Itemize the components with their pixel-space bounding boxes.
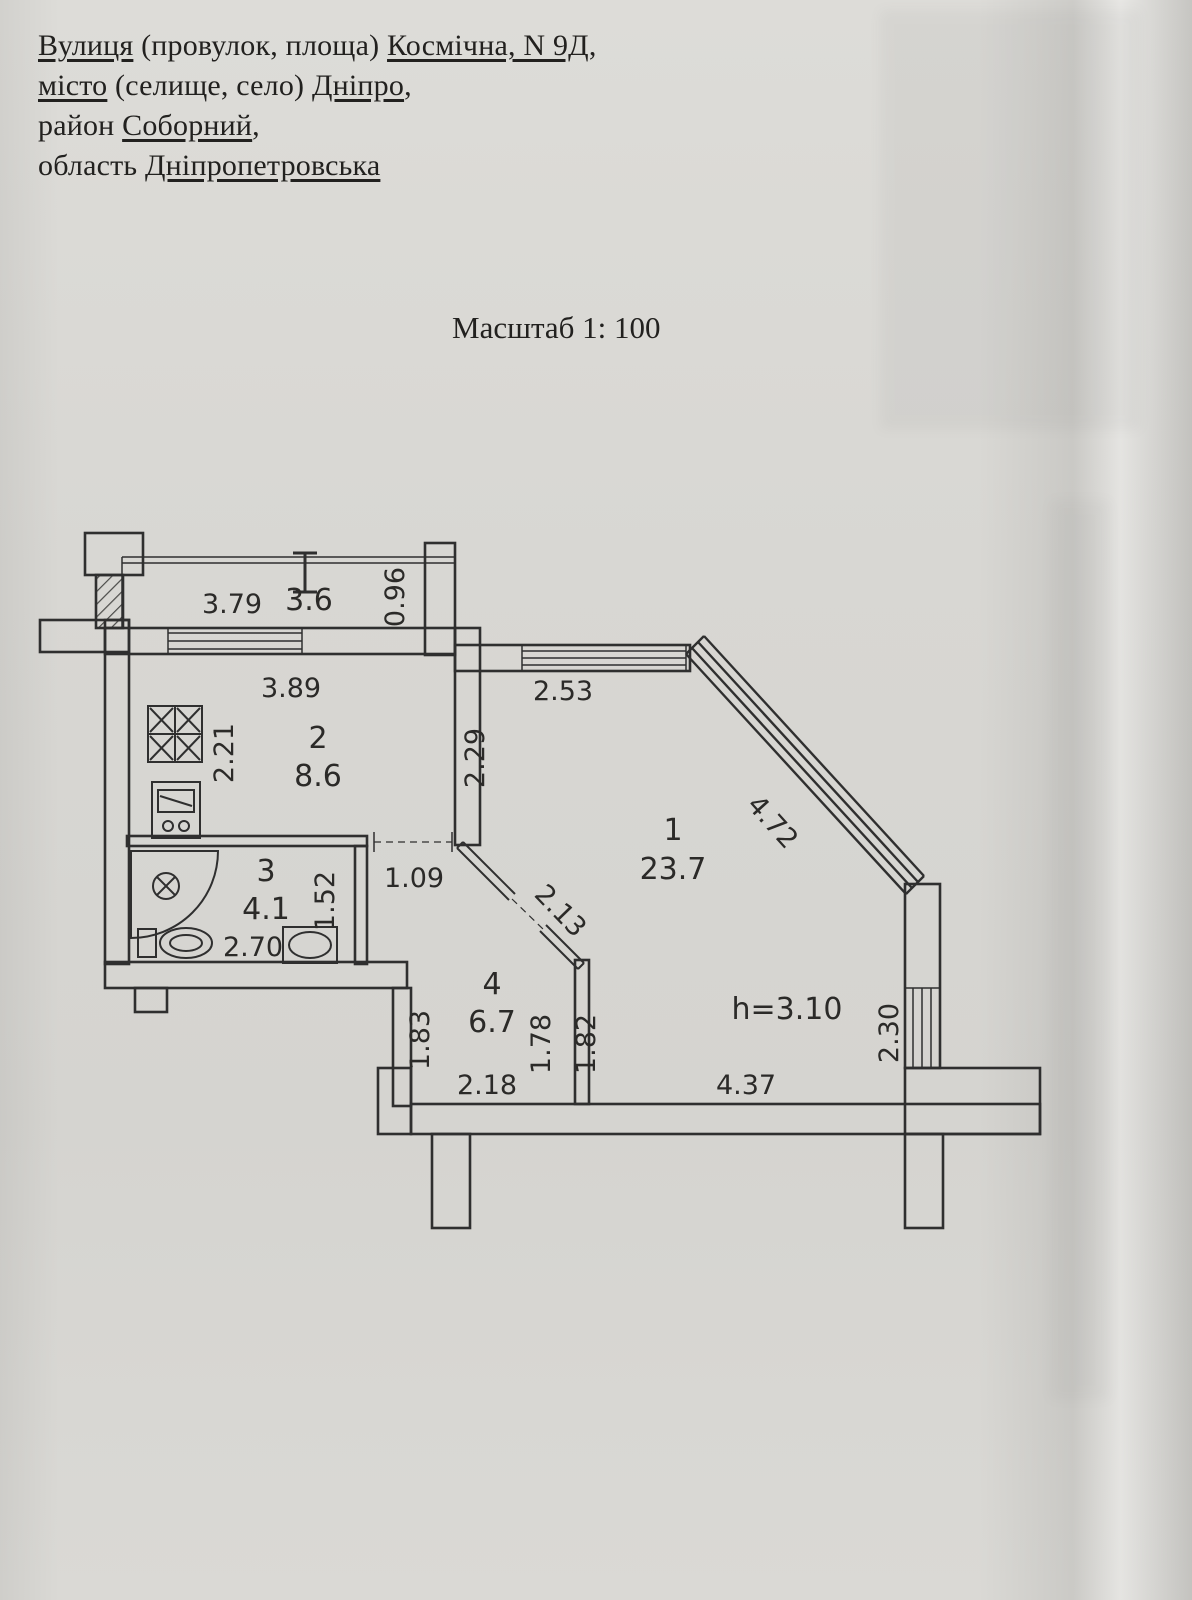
kitchen-window (167, 628, 303, 654)
dim-hall-left: 1.83 (405, 1010, 436, 1070)
section-mark (293, 551, 317, 594)
dim-hall-bottom: 2.18 (457, 1070, 517, 1101)
room-2-area: 8.6 (294, 759, 342, 794)
room-1-area: 23.7 (640, 852, 707, 887)
bottom-stub-right (903, 1132, 945, 1230)
dim-living-lower-left: 1.82 (571, 1014, 602, 1074)
bath-right-wall (353, 844, 369, 966)
right-wall-window (905, 987, 940, 1069)
hall-diagonal-partition (456, 841, 585, 970)
street-value: Космічна, N 9Д (387, 29, 589, 62)
dim-hall-inner: 1.78 (526, 1014, 557, 1074)
top-left-pillar (83, 531, 145, 577)
dim-living-diagonal: 4.72 (741, 790, 804, 855)
dim-living-left: 2.29 (460, 728, 491, 788)
kitchen-door-opening (373, 832, 453, 852)
address-block: Вулиця (провулок, площа) Космічна, N 9Д,… (38, 26, 597, 186)
wall-outlines (38, 531, 1042, 1230)
dim-living-right: 2.30 (874, 1003, 905, 1063)
region-value: Дніпропетровська (145, 149, 381, 182)
scan-ghosting (880, 10, 1140, 430)
district-value: Соборний (122, 109, 253, 142)
room-3-area: 4.1 (242, 892, 290, 927)
dim-hall-diagonal: 2.13 (528, 879, 592, 944)
balcony-outline (121, 556, 455, 628)
plan-labels: 3.79 3.6 0.96 3.89 2.21 2 8.6 2.53 2.29 … (202, 567, 905, 1101)
room-2-number: 2 (308, 721, 327, 756)
kitchen-bath-divider (125, 834, 369, 848)
room-4-number: 4 (482, 967, 501, 1002)
kitchen-living-divider (453, 626, 482, 847)
bottom-right-pillar (903, 1066, 1042, 1136)
stove-icon (147, 705, 203, 763)
shower-icon (130, 850, 220, 940)
dim-balcony-width: 3.79 (202, 589, 262, 620)
toilet-icon (137, 927, 213, 959)
diagonal-window-wall (685, 635, 925, 895)
street-label: Вулиця (38, 29, 134, 62)
dim-living-top: 2.53 (533, 676, 593, 707)
dim-balcony-depth: 0.96 (380, 567, 411, 627)
ceiling-height: h=3.10 (732, 992, 843, 1027)
bath-bottom-wall (103, 960, 409, 990)
address-line-4: область Дніпропетровська (38, 149, 381, 182)
address-line-1: Вулиця (провулок, площа) Космічна, N 9Д, (38, 29, 597, 62)
city-label: місто (38, 69, 108, 102)
bottom-left-pillar (376, 1066, 413, 1136)
dim-kitchen-door: 1.09 (384, 863, 444, 894)
hall-left-wall (391, 986, 413, 1108)
dim-kitchen-left: 2.21 (209, 723, 240, 783)
scan-crease (1050, 500, 1110, 1400)
bottom-wall (409, 1102, 1042, 1136)
boiler-icon (151, 781, 201, 839)
balcony-area: 3.6 (285, 583, 333, 618)
dim-living-bottom: 4.37 (716, 1070, 776, 1101)
address-line-3: район Соборний, (38, 109, 260, 142)
dim-kitchen-top: 3.89 (261, 673, 321, 704)
room-1-number: 1 (663, 813, 682, 848)
address-line-2: місто (селище, село) Дніпро, (38, 69, 412, 102)
scale-label: Масштаб 1: 100 (452, 310, 661, 345)
bottom-stub-left (430, 1132, 472, 1230)
city-value: Дніпро (311, 69, 405, 102)
living-top-window (521, 645, 687, 671)
balcony-right-pier (423, 541, 457, 657)
room-4-area: 6.7 (468, 1005, 516, 1040)
washbasin-icon (282, 926, 338, 964)
left-exterior-wall (103, 618, 131, 966)
bottom-left-step (133, 986, 169, 1014)
dim-bath-width: 2.70 (223, 932, 283, 963)
room-3-number: 3 (256, 854, 275, 889)
dim-bath-height: 1.52 (310, 871, 341, 931)
